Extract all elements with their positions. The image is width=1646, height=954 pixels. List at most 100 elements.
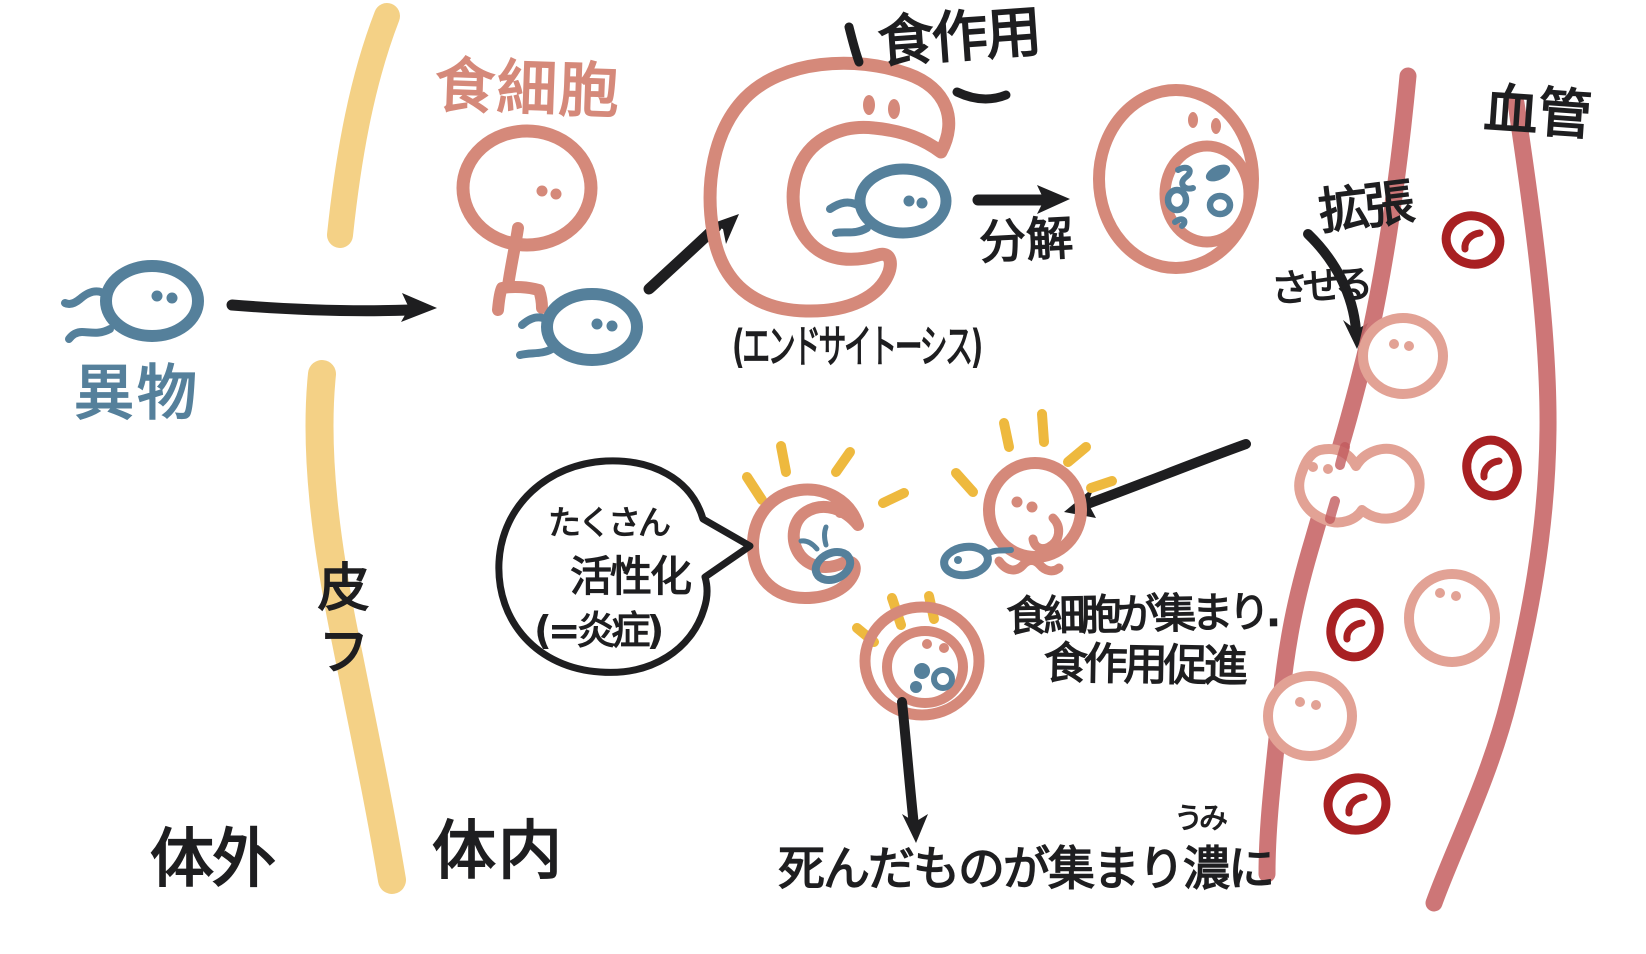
activation-rays <box>742 441 909 508</box>
digested-fragment <box>931 667 955 691</box>
label-outside-body: 体外 <box>150 823 276 897</box>
phagocyte-arm <box>502 222 524 292</box>
bacterium-eye <box>166 292 178 304</box>
rbc-mark <box>1461 229 1484 253</box>
label-dilation-1: 拡張 <box>1315 172 1414 242</box>
cell-eye <box>1295 697 1305 707</box>
vessel-wall-overlap-mark <box>1335 442 1350 470</box>
label-gather-line1: 食細胞が集まり. <box>1005 587 1277 641</box>
vessel-phagocyte <box>1404 569 1500 667</box>
arrow-breakdown <box>972 185 1070 214</box>
phagocyte-body <box>1093 84 1259 274</box>
digested-fragment <box>914 663 930 679</box>
rbc-mark <box>1343 619 1366 643</box>
arrow-vessel-to-site <box>1064 439 1251 518</box>
label-foreign-body: 異物 <box>74 359 200 429</box>
ray <box>831 447 855 477</box>
digesting-phagocyte <box>1093 84 1259 274</box>
arrow-shaft <box>643 221 722 295</box>
bacterium-eye <box>916 197 928 209</box>
phagocyte-eye <box>550 188 562 200</box>
label-dilation-2: させる <box>1269 261 1369 311</box>
bacterium-flagellum <box>822 524 829 548</box>
phagocyte-eye <box>848 514 858 524</box>
digested-fragment <box>1172 216 1188 229</box>
phagocyte-eye <box>1026 501 1038 513</box>
foreign-body-bacterium <box>61 260 204 343</box>
bacterium-eye <box>606 320 618 332</box>
arrow-shaft <box>1303 229 1361 335</box>
label-gather-line2: 食作用促進 <box>1043 638 1245 693</box>
bacterium-flagellum <box>798 538 820 552</box>
digested-fragment <box>1164 186 1190 214</box>
cell-body <box>1404 569 1500 667</box>
bacterium-eye <box>591 318 603 330</box>
rbc-mark <box>1480 457 1503 481</box>
arrow-shaft <box>1085 439 1251 508</box>
bacterium-flagellum <box>518 313 553 329</box>
arrow-head <box>401 293 437 322</box>
label-breakdown: 分解 <box>977 211 1075 271</box>
bacterium-flagellum <box>826 198 865 213</box>
ray <box>951 468 978 497</box>
phagocyte-eye <box>1011 496 1023 508</box>
cell-eye <box>1389 339 1399 349</box>
bacterium-eye <box>903 195 915 207</box>
cell-eye <box>1404 341 1414 351</box>
ray <box>776 441 791 477</box>
bacterium-flagellum <box>65 325 114 343</box>
speech-bubble <box>495 457 754 676</box>
phagosome-vesicle <box>882 626 968 708</box>
ray <box>1086 476 1117 493</box>
cell-body <box>1358 313 1448 399</box>
phagosome-vesicle <box>1159 140 1255 248</box>
bacterium-eye <box>954 556 962 564</box>
phagocyte-body <box>859 601 985 721</box>
label-phagocyte: 食細胞 <box>433 51 623 128</box>
arrow-head <box>708 214 739 244</box>
phagocyte-eye <box>888 99 900 119</box>
label-skin: 皮フ <box>308 560 368 688</box>
vessel-wall-overlap-mark <box>1325 496 1340 524</box>
phagocyte-eye <box>835 508 845 518</box>
digested-fragment <box>1175 164 1196 192</box>
skin-barrier <box>305 3 406 894</box>
vessel-wall-right <box>1425 94 1557 912</box>
bacterium-body <box>100 260 204 342</box>
label-phagocytosis: 食作用 <box>875 0 1042 76</box>
rbc-outline <box>1462 435 1522 501</box>
phagocyte-arm <box>994 556 1064 576</box>
cell-body <box>1263 671 1357 761</box>
ray <box>878 488 909 508</box>
label-pus-line: 死んだものが集まり濃に <box>778 842 1275 897</box>
bacterium-body <box>940 542 992 580</box>
rbc-outline <box>1323 773 1391 835</box>
bacterium-eye <box>151 290 163 302</box>
digested-fragment <box>1205 164 1231 182</box>
c-shaped-cell-outline <box>703 56 956 318</box>
bubble-text-line2: 活性化 <box>570 552 692 601</box>
rbc-outline <box>1441 211 1505 269</box>
cell-eye <box>1311 700 1321 710</box>
arrow-shaft <box>226 299 416 317</box>
emphasis-dash <box>952 87 1011 104</box>
blood-vessel <box>1258 67 1557 912</box>
phagocyte-body <box>456 124 598 252</box>
phagocyte-eye <box>536 185 548 197</box>
emphasis-slash <box>844 22 864 67</box>
digested-fragment <box>910 681 922 693</box>
phagocyte-eye <box>939 643 949 653</box>
label-inside-body: 体内 <box>432 815 564 889</box>
label-endocytosis: (エンドサイトーシス) <box>732 320 983 373</box>
bacterium-body <box>541 288 643 366</box>
label-pus-furigana: うみ <box>1174 801 1228 835</box>
arrow-head <box>902 814 928 843</box>
arrow-shaft <box>897 697 919 831</box>
rbc-outline <box>1326 598 1384 662</box>
arrow-dilation <box>1303 229 1368 349</box>
bubble-text-line1: たくさん <box>548 503 671 542</box>
red-blood-cell <box>1441 211 1505 269</box>
red-blood-cell <box>1326 598 1384 662</box>
phagocyte-eye <box>863 95 875 115</box>
